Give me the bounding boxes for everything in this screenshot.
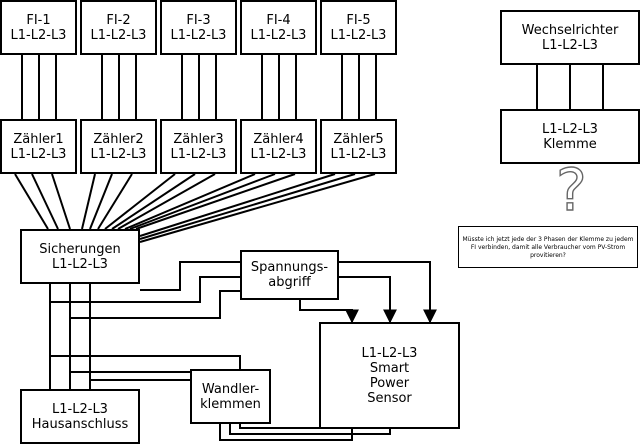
- house-connection-label: Hausanschluss: [31, 416, 129, 432]
- fuses-label: Sicherungen: [39, 241, 121, 257]
- meter-2-phases: L1-L2-L3: [90, 146, 147, 162]
- meter-2-name: Zähler2: [93, 131, 144, 147]
- fi-5-box: FI-5 L1-L2-L3: [320, 0, 397, 55]
- house-connection-phases: L1-L2-L3: [52, 401, 108, 417]
- tap-sensor-arrow-2: [339, 276, 397, 324]
- fi-2-box: FI-2 L1-L2-L3: [80, 0, 157, 55]
- meter-fuse-wire-7: [104, 173, 176, 230]
- meter-fuse-wire-3: [51, 173, 71, 230]
- fi-4-box: FI-4 L1-L2-L3: [240, 0, 317, 55]
- sensor-label-2: Power: [369, 375, 410, 391]
- voltage-tap-box: Spannungs- abgriff: [240, 250, 339, 300]
- meter-fuse-wire-12: [135, 173, 296, 230]
- meter-fuse-wire-2: [31, 173, 59, 230]
- meter-1-name: Zähler1: [13, 131, 64, 147]
- fi-5-phases: L1-L2-L3: [330, 27, 387, 43]
- fi-1-phases: L1-L2-L3: [10, 27, 67, 43]
- voltage-tap-label-2: abgriff: [268, 275, 311, 290]
- terminal-label: Klemme: [543, 136, 597, 152]
- fuses-box: Sicherungen L1-L2-L3: [20, 229, 140, 284]
- meter-fuse-wire-5: [89, 173, 113, 230]
- meter-1-phases: L1-L2-L3: [10, 146, 67, 162]
- meter-fuse-wire-10: [124, 173, 256, 230]
- question-mark-icon: ?: [555, 156, 587, 224]
- inverter-box: Wechselrichter L1-L2-L3: [500, 10, 640, 65]
- meter-fuse-wire-15: [139, 173, 376, 243]
- inverter-phases: L1-L2-L3: [542, 37, 598, 53]
- question-note: Müsste ich jetzt jede der 3 Phasen der K…: [458, 226, 638, 268]
- smart-power-sensor-box: L1-L2-L3 Smart Power Sensor: [319, 322, 460, 429]
- meter-5-box: Zähler5 L1-L2-L3: [320, 119, 397, 174]
- meter-fuse-wire-8: [111, 173, 196, 230]
- fi-3-box: FI-3 L1-L2-L3: [160, 0, 237, 55]
- house-ct-wire-3: [89, 379, 190, 389]
- sensor-label-1: Smart: [369, 360, 410, 376]
- house-ct-wire-1: [50, 355, 241, 369]
- house-connection-box: L1-L2-L3 Hausanschluss: [20, 389, 140, 444]
- terminal-phases: L1-L2-L3: [542, 121, 598, 137]
- tap-sensor-arrow-1: [339, 261, 437, 324]
- meter-3-box: Zähler3 L1-L2-L3: [160, 119, 237, 174]
- meter-fuse-wire-13: [139, 173, 336, 237]
- ct-clamps-label-1: Wandler-: [201, 381, 260, 397]
- fi-4-phases: L1-L2-L3: [250, 27, 307, 43]
- fi-5-name: FI-5: [346, 12, 371, 28]
- meter-fuse-wire-14: [139, 173, 356, 240]
- tap-feed-1: [140, 261, 240, 291]
- tap-sensor-arrow-3: [299, 300, 359, 324]
- fi-2-name: FI-2: [106, 12, 131, 28]
- terminal-box: L1-L2-L3 Klemme: [500, 109, 640, 164]
- meter-4-box: Zähler4 L1-L2-L3: [240, 119, 317, 174]
- ct-clamps-box: Wandler- klemmen: [190, 369, 271, 424]
- tap-feed-2: [50, 276, 240, 303]
- meter-3-phases: L1-L2-L3: [170, 146, 227, 162]
- meter-5-phases: L1-L2-L3: [330, 146, 387, 162]
- meter-fuse-wire-9: [117, 173, 216, 230]
- meter-fuse-wire-11: [129, 173, 276, 230]
- meter-1-box: Zähler1 L1-L2-L3: [0, 119, 77, 174]
- fi-1-box: FI-1 L1-L2-L3: [0, 0, 77, 55]
- meter-fuse-wire-4: [81, 173, 96, 230]
- fi-4-name: FI-4: [266, 12, 291, 28]
- meter-fuse-wire-6: [97, 173, 133, 230]
- meter-2-box: Zähler2 L1-L2-L3: [80, 119, 157, 174]
- sensor-label-3: Sensor: [367, 390, 412, 406]
- fi-2-phases: L1-L2-L3: [90, 27, 147, 43]
- fi-3-phases: L1-L2-L3: [170, 27, 227, 43]
- meter-4-phases: L1-L2-L3: [250, 146, 307, 162]
- fuses-phases: L1-L2-L3: [52, 256, 108, 272]
- voltage-tap-label-1: Spannungs-: [250, 260, 329, 275]
- meter-fuse-wire-1: [14, 173, 49, 230]
- tap-feed-3: [70, 290, 240, 319]
- meter-3-name: Zähler3: [173, 131, 224, 147]
- ct-clamps-label-2: klemmen: [200, 396, 261, 412]
- fi-3-name: FI-3: [186, 12, 211, 28]
- inverter-label: Wechselrichter: [521, 22, 619, 38]
- meter-5-name: Zähler5: [333, 131, 384, 147]
- sensor-phases: L1-L2-L3: [361, 345, 418, 361]
- meter-4-name: Zähler4: [253, 131, 304, 147]
- fi-1-name: FI-1: [26, 12, 51, 28]
